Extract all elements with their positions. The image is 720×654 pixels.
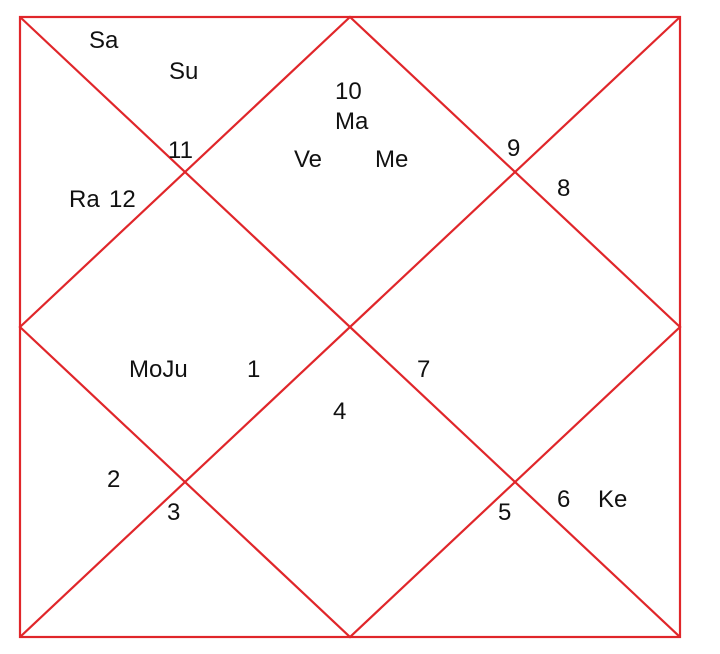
planet-ketu: Ke xyxy=(598,486,627,513)
house-labels: Sa Su 11 10 Ma Ve Me 9 8 Ra 12 MoJu 1 7 … xyxy=(69,27,627,526)
house-number-11: 11 xyxy=(168,137,193,164)
house-number-9: 9 xyxy=(507,135,520,162)
inner-diamond xyxy=(18,15,682,639)
planet-mars: Ma xyxy=(335,108,369,135)
house-number-1: 1 xyxy=(247,356,260,383)
house-number-10: 10 xyxy=(335,78,362,105)
house-number-5: 5 xyxy=(498,499,511,526)
house-number-2: 2 xyxy=(107,466,120,493)
planet-mercury: Me xyxy=(375,146,408,173)
diagonal-anti xyxy=(19,16,681,638)
planet-venus: Ve xyxy=(294,146,322,173)
planets-moon-jupiter: MoJu xyxy=(129,356,188,383)
house-number-7: 7 xyxy=(417,356,430,383)
planet-saturn: Sa xyxy=(89,27,119,54)
house-number-12: 12 xyxy=(109,186,136,213)
house-number-6: 6 xyxy=(557,486,570,513)
planet-sun: Su xyxy=(169,58,198,85)
chart-grid xyxy=(18,15,682,639)
house-number-8: 8 xyxy=(557,175,570,202)
planet-rahu: Ra xyxy=(69,186,100,213)
house-number-3: 3 xyxy=(167,499,180,526)
house-number-4: 4 xyxy=(333,398,346,425)
